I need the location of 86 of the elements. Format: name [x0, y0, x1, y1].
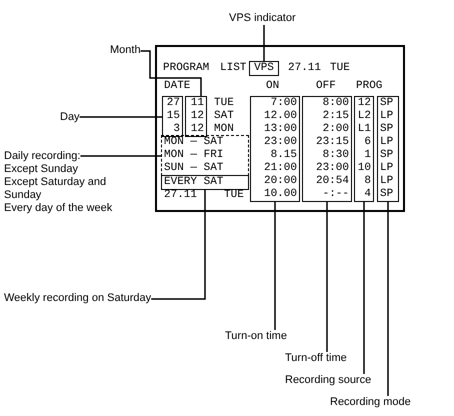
display-text: LP	[379, 162, 394, 175]
display-text: MON	[214, 123, 234, 136]
display-text: MON — FRI	[163, 149, 224, 162]
display-text: 21:00	[262, 162, 298, 175]
display-text: SP	[379, 188, 394, 201]
column-header: OFF	[316, 80, 336, 93]
display-text: TUE	[330, 62, 350, 75]
highlight-box	[249, 61, 279, 76]
callout-text: Turn-off time	[285, 352, 347, 365]
display-text: TUE	[214, 97, 234, 110]
display-text: 8	[363, 175, 372, 188]
display-text: 20:54	[314, 175, 350, 188]
display-text: LP	[379, 110, 394, 123]
display-text: SP	[379, 149, 394, 162]
display-text: VPS	[253, 62, 275, 75]
leader-line	[274, 202, 276, 330]
leader-line	[263, 25, 265, 61]
display-text: -:--	[322, 188, 350, 201]
highlight-box	[185, 96, 207, 137]
leader-line	[80, 116, 162, 118]
callout-text: Recording source	[285, 374, 372, 387]
display-text: 11	[190, 97, 205, 110]
highlight-box	[250, 96, 300, 202]
display-text: 8:30	[322, 149, 350, 162]
display-text: 12	[190, 110, 205, 123]
display-text: 15	[166, 110, 181, 123]
leader-line	[326, 202, 328, 352]
highlight-box	[377, 96, 399, 202]
display-text: 27.11	[288, 62, 322, 75]
display-text: 12.00	[262, 110, 298, 123]
callout-text: Turn-on time	[225, 330, 287, 343]
display-text: 10.00	[262, 188, 298, 201]
callout-text: Weekly recording on Saturday	[4, 292, 152, 305]
highlight-box	[161, 135, 249, 176]
display-text: EVERY SAT	[163, 176, 224, 189]
callout-text: Except Saturday and Sunday	[4, 176, 108, 202]
callout-text: Month	[110, 44, 141, 57]
display-text: 2:00	[322, 123, 350, 136]
display-text: 7:00	[270, 97, 298, 110]
highlight-box	[354, 96, 374, 202]
display-text: SUN — SAT	[163, 162, 224, 175]
highlight-box	[162, 96, 183, 137]
display-text: LP	[379, 175, 394, 188]
callout-text: Except Sunday	[4, 163, 78, 176]
display-text: 10	[356, 162, 372, 175]
display-text: 23:00	[262, 136, 298, 149]
display-text: 13:00	[262, 123, 298, 136]
column-header: DATE	[164, 80, 190, 93]
display-text: 8:00	[322, 97, 350, 110]
display-text: LP	[379, 136, 394, 149]
column-header: PROG	[356, 80, 382, 93]
display-text: 1	[363, 149, 372, 162]
display-text: MON — SAT	[163, 136, 224, 149]
leader-line	[151, 190, 206, 300]
leader-line	[387, 202, 389, 396]
highlight-box	[302, 96, 352, 202]
display-text: LIST	[220, 62, 246, 75]
display-text: 27.11	[164, 189, 198, 202]
display-text: 20:00	[262, 175, 298, 188]
callout-text: Day	[60, 111, 80, 124]
display-text: L1	[356, 123, 372, 136]
display-text: PROGRAM	[163, 62, 210, 75]
display-text: 23:00	[314, 162, 350, 175]
display-text: SAT	[214, 110, 234, 123]
display-text: 6	[363, 136, 372, 149]
leader-line	[140, 50, 202, 96]
highlight-box	[161, 175, 249, 190]
callout-text: Daily recording:	[4, 150, 80, 163]
display-text: SP	[379, 123, 394, 136]
display-text: 27	[166, 97, 181, 110]
leader-line	[363, 202, 365, 374]
display-text: 23:15	[314, 136, 350, 149]
display-text: 2:15	[322, 110, 350, 123]
display-text: 8.15	[270, 149, 298, 162]
leader-line	[80, 155, 161, 157]
display-text: 4	[363, 188, 372, 201]
display-text: SP	[379, 97, 394, 110]
column-header: ON	[266, 80, 280, 93]
display-text: 12	[356, 97, 372, 110]
callout-text: Recording mode	[330, 396, 411, 409]
callout-text: Every day of the week	[4, 202, 112, 215]
display-text: 12	[190, 123, 204, 136]
display-text: TUE	[224, 189, 244, 202]
callout-text: VPS indicator	[229, 12, 296, 25]
display-text: 3	[172, 123, 181, 136]
display-text: L2	[356, 110, 372, 123]
